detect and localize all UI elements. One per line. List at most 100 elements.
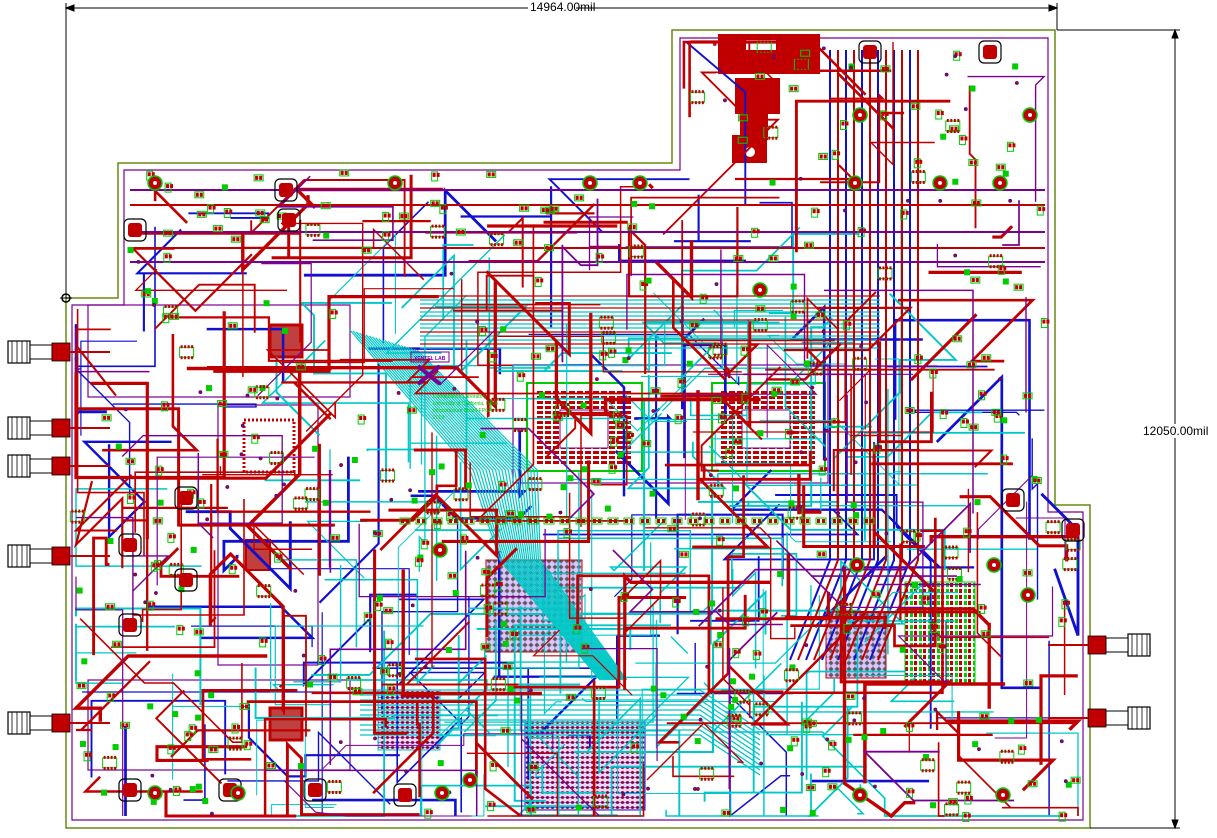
pad [264,584,267,588]
pad [375,602,379,607]
component-outline [755,305,766,313]
pad [616,423,620,428]
pad [832,784,836,789]
pad [263,300,270,307]
pad [1000,254,1003,258]
bus-trace [410,347,625,681]
ic-outline [386,664,402,676]
pad [253,387,257,392]
pad [270,462,273,466]
pad [603,315,606,319]
pad [819,154,823,159]
pad [801,519,804,523]
pad [170,314,174,319]
pad [1028,393,1032,398]
pad [556,414,559,418]
component-outline [783,517,795,525]
pad [957,336,961,341]
pad [278,214,282,219]
bus-trace [877,50,919,661]
pad [694,323,698,328]
inner-trace [832,293,959,460]
pad [164,315,167,319]
pad [806,519,809,523]
pad [735,724,738,728]
pad [731,724,734,728]
component-outline [1031,476,1042,484]
component-outline [641,439,652,447]
top-trace [154,283,256,333]
ic-outline [756,41,772,53]
pad [707,766,710,770]
pad [662,519,665,523]
pad [328,790,331,794]
pad [1007,749,1010,753]
top-trace [111,550,216,648]
pad [486,644,490,649]
pad [709,356,712,360]
via [714,282,719,286]
component-outline [208,745,219,753]
pad [106,604,110,609]
pad [700,777,703,781]
component-outline [713,641,724,649]
via [646,786,650,791]
inner-trace [543,593,586,715]
component-outline [815,517,827,525]
mech-trace [257,263,312,397]
via [74,356,79,361]
ic-outline [69,511,85,523]
pad [517,418,520,422]
pad [848,711,851,715]
via [717,608,722,613]
hole-drill [638,181,642,185]
ic-outline [837,604,853,616]
pad [641,282,645,287]
component-outline [1013,283,1024,291]
mech-trace [322,733,554,770]
component-outline [105,603,116,611]
ic-outline [787,507,803,519]
pad [1042,207,1046,212]
ic-outline [346,677,362,689]
component-outline [361,246,372,254]
mech-trace [121,435,283,524]
via [705,664,710,669]
pad [500,621,507,628]
pad [683,379,687,384]
pad [1012,143,1016,148]
ic-outline [179,346,195,358]
pad [842,613,845,617]
pad [298,507,301,511]
pad [1057,520,1060,524]
inner-trace [783,316,826,447]
pad [123,538,137,552]
pad [504,664,508,669]
pad [501,243,504,247]
component-outline [575,517,587,525]
inner-trace [709,609,861,645]
bottom-trace [914,409,1045,416]
pad [1002,278,1009,285]
pad [609,330,612,334]
pad [429,810,433,815]
pad [992,410,996,415]
pad [604,351,608,356]
top-trace [170,729,311,758]
pad [796,516,799,520]
pad [953,799,957,804]
inner-trace [626,375,728,490]
pad [198,499,202,504]
top-trace [719,42,751,74]
pad [335,779,338,783]
ic-outline [601,332,617,344]
top-trace [130,247,253,313]
pad [145,288,152,295]
pad [980,714,984,719]
pad [398,788,412,802]
top-trace [90,381,149,540]
component-outline [519,204,530,212]
pad [1028,681,1032,686]
bottom-trace [935,373,1042,690]
component-outline [526,806,537,814]
